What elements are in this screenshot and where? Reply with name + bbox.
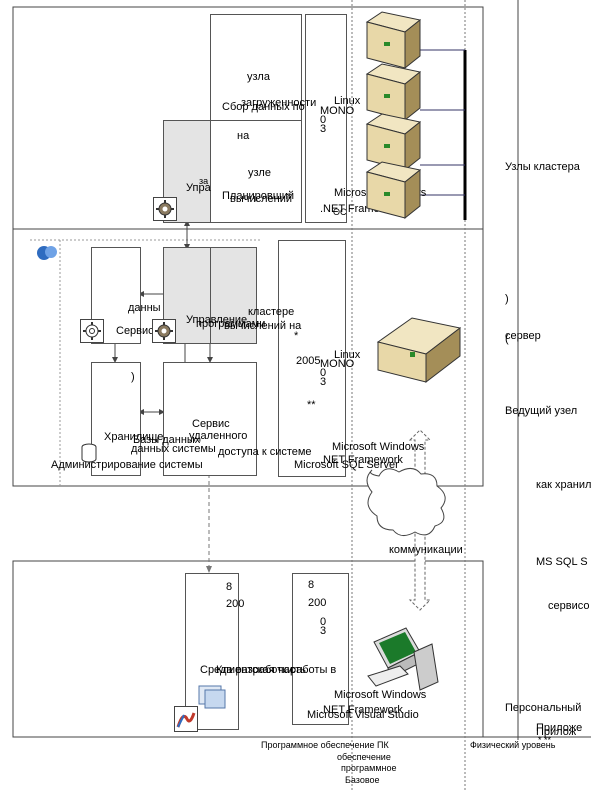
remote-access-box bbox=[163, 362, 257, 476]
upr-label-2: Упра bbox=[186, 182, 211, 194]
footer-base-3: Базовое bbox=[345, 775, 380, 785]
upr-label-1: за bbox=[199, 176, 209, 186]
level-paren-close: ( bbox=[505, 333, 509, 345]
pc-client-label: Клиентская часть bbox=[216, 664, 306, 676]
storage-label-1: Хранилище bbox=[104, 431, 164, 443]
cluster-os-mono: MONO bbox=[320, 105, 355, 117]
head-os-mono: MONO bbox=[320, 358, 355, 370]
gear-icon bbox=[152, 319, 176, 343]
cluster-mgmt-label-3: вычислений на bbox=[224, 320, 302, 332]
head-os-0: 0 bbox=[320, 367, 327, 379]
cluster-mgmt-label-1: Управление bbox=[186, 314, 248, 326]
head-year: 2005 bbox=[296, 355, 321, 367]
level-head-node: Ведущий узел bbox=[505, 405, 578, 417]
collect-label-5: узле bbox=[248, 167, 271, 179]
gear-icon bbox=[80, 319, 104, 343]
users-icon bbox=[35, 244, 59, 264]
server-icon bbox=[362, 112, 422, 172]
pc-os-windows: Microsoft Windows bbox=[334, 689, 427, 701]
storage-label-2: данных системы bbox=[131, 443, 216, 455]
pc-0: 0 bbox=[320, 616, 327, 628]
service-label: Сервис bbox=[116, 325, 154, 337]
pc-os-box bbox=[292, 573, 349, 725]
head-star: * bbox=[294, 330, 299, 342]
pc-3: 3 bbox=[320, 625, 327, 637]
cluster-os-linux: Linux bbox=[334, 95, 361, 107]
matlab-icon bbox=[174, 706, 198, 732]
collect-label-2: загруженности bbox=[241, 97, 317, 109]
footer-base-1: обеспечение bbox=[337, 752, 391, 762]
app-windows-icon bbox=[197, 684, 227, 710]
level-paren-open: ) bbox=[505, 293, 509, 305]
network-label: коммуникации bbox=[389, 544, 463, 556]
remote-label-1: Сервис bbox=[192, 418, 230, 430]
head-os-net: .NET Framework bbox=[320, 454, 403, 466]
cluster-os-box bbox=[305, 14, 347, 223]
level-pc: Персональный bbox=[505, 702, 582, 714]
data-label: данны bbox=[128, 302, 161, 314]
head-manager-box-2 bbox=[210, 247, 257, 344]
head-os-box bbox=[278, 240, 346, 477]
cluster-planner-box bbox=[210, 120, 302, 223]
pc-8-b: 8 bbox=[308, 579, 315, 591]
level-appl-1: Приложе bbox=[536, 722, 583, 734]
head-paren: ) bbox=[131, 371, 135, 383]
cluster-word-label: кластере bbox=[248, 306, 295, 318]
remote-label-2: удаленного bbox=[189, 430, 248, 442]
head-stars: ** bbox=[307, 399, 316, 411]
pc-work-label: работы в bbox=[290, 664, 337, 676]
pc-icon bbox=[360, 622, 440, 694]
cluster-mgmt-label-2: программами bbox=[196, 318, 266, 330]
cluster-os-3: 3 bbox=[320, 123, 327, 135]
pc-8-a: 8 bbox=[226, 581, 233, 593]
cluster-os-0: 0 bbox=[320, 114, 327, 126]
pc-env-label: Среда разработки bbox=[200, 664, 294, 676]
level-mssql: MS SQL S bbox=[536, 556, 588, 568]
level-nodes: Узлы кластера bbox=[505, 161, 580, 173]
storage-box bbox=[91, 362, 141, 476]
head-os-3: 3 bbox=[320, 376, 327, 388]
pc-os-vs: Microsoft Visual Studio bbox=[307, 709, 419, 721]
collect-label-3: Сбор данных по bbox=[222, 101, 305, 113]
footer-phys: Физический уровень bbox=[470, 740, 556, 750]
server-icon bbox=[362, 160, 422, 220]
planner-label-2: вычислений bbox=[230, 193, 293, 205]
footer-base-2: программное bbox=[341, 763, 397, 773]
storage-label-3: Базы данных bbox=[133, 434, 201, 446]
server-icon bbox=[362, 62, 422, 122]
collect-label-4: на bbox=[237, 130, 250, 142]
level-services: сервисо bbox=[548, 600, 590, 612]
collect-label-1: узла bbox=[247, 71, 270, 83]
cluster-os-oc: ОС bbox=[333, 207, 347, 217]
pc-os-net: .NET Framework bbox=[320, 704, 403, 716]
pc-200-a: 200 bbox=[226, 598, 245, 610]
database-icon bbox=[80, 443, 98, 463]
footer-soft-pc: Программное обеспечение ПК bbox=[261, 740, 389, 750]
admin-label: Администрирование системы bbox=[51, 459, 203, 471]
head-os-windows: Microsoft Windows bbox=[332, 441, 425, 453]
head-os-linux: Linux bbox=[334, 349, 361, 361]
server-icon bbox=[362, 10, 422, 70]
planner-label-1: Планировщий bbox=[222, 190, 295, 202]
level-appl-2: Прилож bbox=[536, 726, 577, 738]
gear-icon bbox=[153, 197, 177, 221]
head-os-sql: Microsoft SQL Server bbox=[294, 459, 399, 471]
pc-200-b: 200 bbox=[308, 597, 327, 609]
level-stars: * ** bbox=[538, 735, 552, 745]
level-as-storage: как хранил bbox=[536, 479, 591, 491]
head-server-icon bbox=[372, 312, 464, 384]
level-server: сервер bbox=[505, 330, 541, 342]
remote-label-3: доступа к системе bbox=[218, 446, 312, 458]
